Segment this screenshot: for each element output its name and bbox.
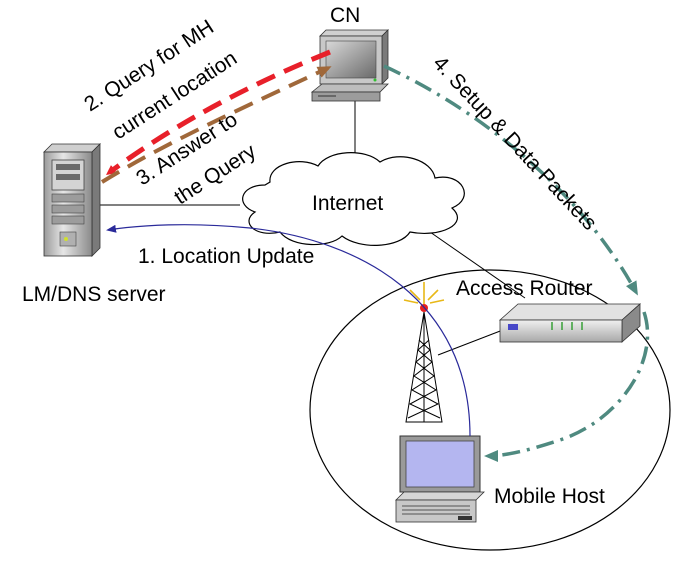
cn-label: CN: [330, 4, 360, 27]
arrow-setup-data: [383, 64, 638, 296]
access-network-ellipse: [309, 269, 671, 551]
link-router-tower: [437, 327, 509, 356]
tower-signal-icon: [403, 282, 445, 304]
lm-dns-server: [43, 143, 101, 257]
arrow-query: [105, 49, 331, 175]
access-router-label: Access Router: [456, 277, 593, 300]
internet-cloud: Internet: [242, 152, 465, 246]
cn-computer: [310, 29, 389, 102]
mobile-host-label: Mobile Host: [494, 485, 605, 508]
link-internet-router: [429, 231, 526, 299]
internet-label: Internet: [312, 192, 383, 215]
radio-tower-icon: [405, 311, 443, 423]
lm-dns-server-label: LM/DNS server: [22, 283, 166, 306]
step-1-label: 1. Location Update: [138, 245, 314, 268]
access-router: [498, 303, 642, 343]
arrow-answer: [100, 66, 332, 184]
mobile-host-laptop: [395, 435, 485, 523]
arrow-data-to-host: [484, 311, 650, 462]
arrow-location-update: [106, 224, 471, 437]
